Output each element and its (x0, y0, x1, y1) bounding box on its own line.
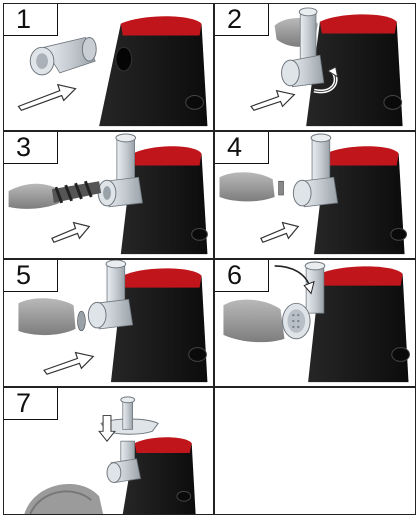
step-7-panel: 7 (3, 387, 214, 515)
step-7-number: 7 (4, 388, 58, 420)
step-3-number: 3 (4, 132, 58, 164)
insert-cutting-blade-icon (219, 133, 408, 255)
place-grinding-disc-icon (18, 260, 208, 383)
step-4-panel: 4 (214, 131, 416, 259)
attachment-beside-motor-body-icon (17, 16, 208, 127)
insert-auger-screw-icon (8, 133, 208, 255)
step-6-panel: 6 (214, 259, 416, 387)
step-4-number: 4 (215, 132, 269, 164)
step-3-panel: 3 (3, 131, 214, 259)
empty-panel (214, 387, 416, 515)
step-5-number: 5 (4, 260, 58, 292)
step-1-panel: 1 (3, 3, 214, 131)
step-2-number: 2 (215, 4, 269, 36)
assembled-grinder-with-tray-and-pusher-icon (24, 396, 196, 514)
screw-on-ring-nut-icon (223, 261, 410, 383)
step-6-number: 6 (215, 260, 269, 292)
step-1-number: 1 (4, 4, 58, 36)
attach-and-rotate-head-icon (250, 7, 403, 127)
step-5-panel: 5 (3, 259, 214, 387)
step-2-panel: 2 (214, 3, 416, 131)
